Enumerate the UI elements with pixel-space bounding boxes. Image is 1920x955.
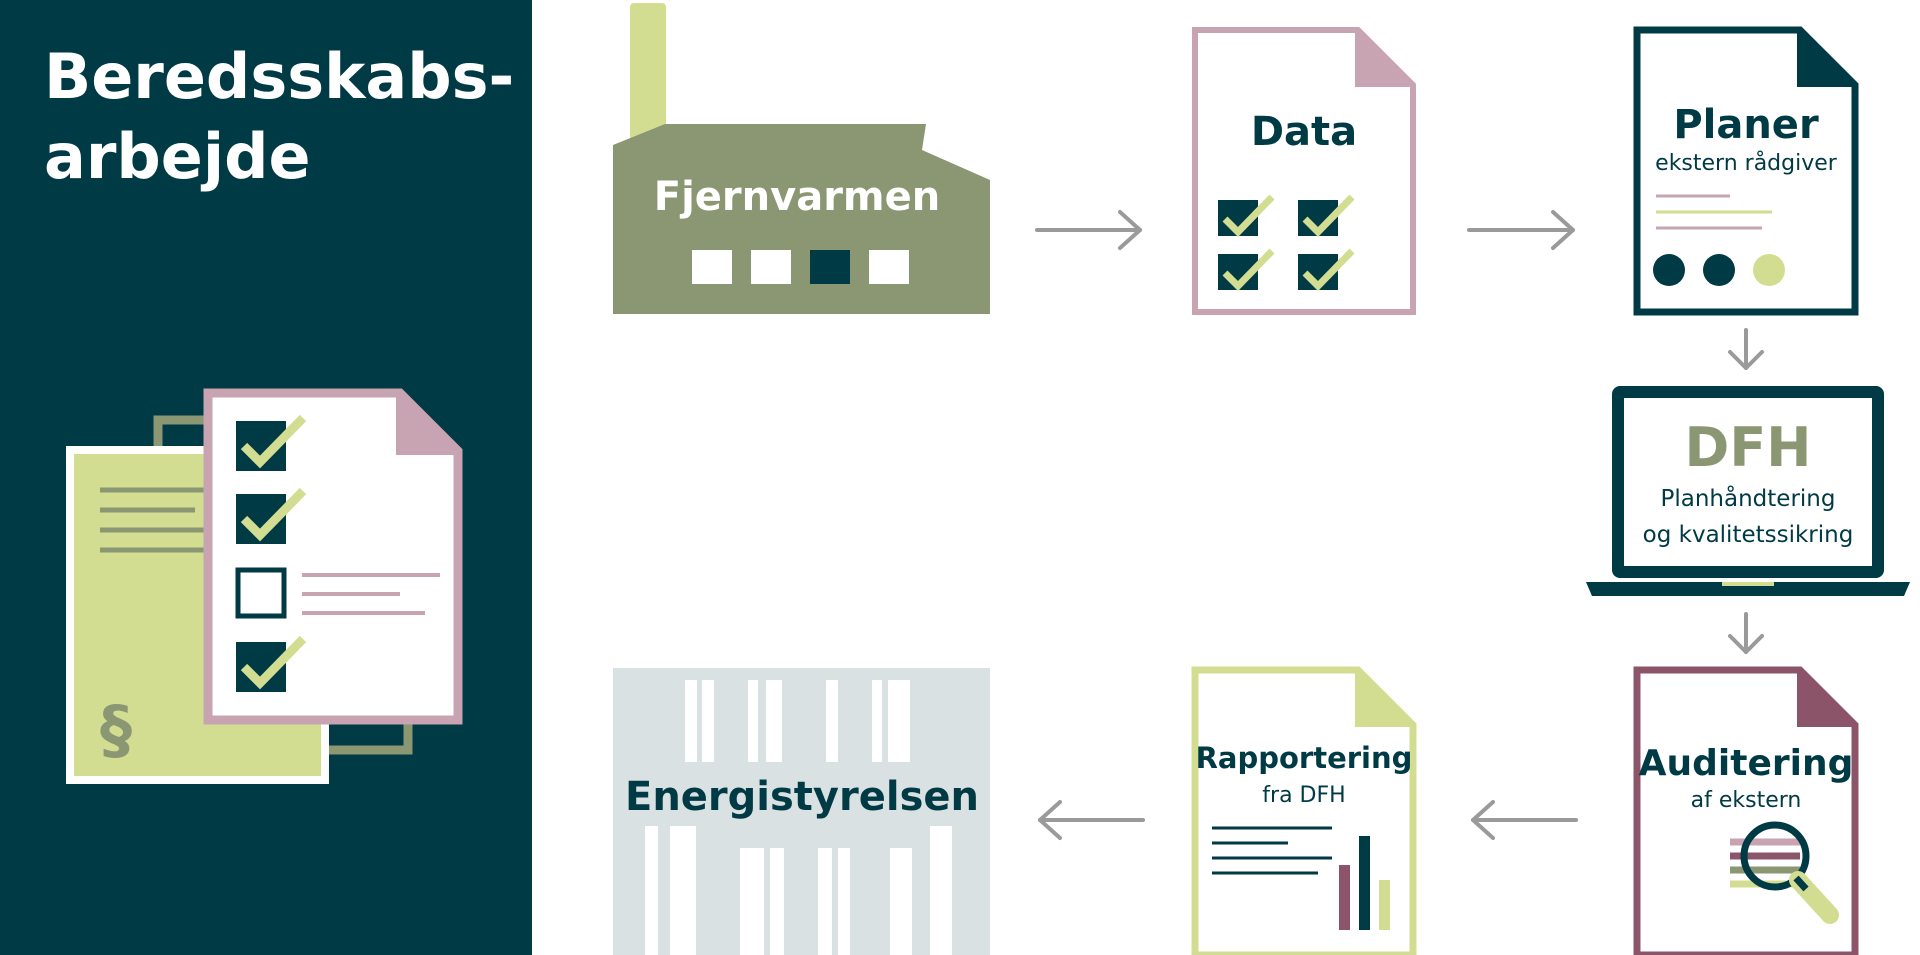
dfh-sublabel-1: Planhåndtering bbox=[1661, 484, 1836, 512]
arrow-left-icon bbox=[1038, 800, 1145, 840]
node-rapportering: Rapportering fra DFH bbox=[1191, 666, 1417, 955]
node-fjernvarmen: Fjernvarmen bbox=[613, 3, 990, 314]
arrow-right-icon bbox=[1467, 210, 1575, 250]
factory-window bbox=[869, 250, 909, 284]
factory-window bbox=[692, 250, 732, 284]
title-panel: Beredsskabs- arbejde § bbox=[0, 0, 532, 955]
empty-box-icon bbox=[235, 567, 287, 619]
energistyrelsen-label: Energistyrelsen bbox=[625, 774, 979, 820]
auditering-label: Auditering bbox=[1639, 743, 1854, 784]
node-auditering: Auditering af ekstern bbox=[1633, 666, 1859, 955]
arrow-down-icon bbox=[1728, 328, 1764, 370]
status-dot-icon bbox=[1753, 254, 1785, 286]
title-line-2: arbejde bbox=[44, 120, 311, 193]
status-dot-icon bbox=[1653, 254, 1685, 286]
node-energistyrelsen: Energistyrelsen bbox=[613, 668, 990, 955]
bar-chart-icon bbox=[1339, 836, 1390, 930]
factory-window bbox=[751, 250, 791, 284]
paragraph-symbol: § bbox=[100, 694, 132, 768]
arrow-down-icon bbox=[1728, 612, 1764, 654]
rapportering-sublabel: fra DFH bbox=[1262, 783, 1345, 808]
factory-window bbox=[810, 250, 850, 284]
planer-sublabel: ekstern rådgiver bbox=[1655, 150, 1838, 176]
rapportering-label: Rapportering bbox=[1196, 741, 1413, 775]
arrow-left-icon bbox=[1471, 800, 1578, 840]
flow-arrows bbox=[1035, 210, 1764, 840]
data-label: Data bbox=[1251, 109, 1357, 155]
dfh-sublabel-2: og kvalitetssikring bbox=[1643, 522, 1854, 548]
status-dot-icon bbox=[1703, 254, 1735, 286]
fjernvarmen-label: Fjernvarmen bbox=[654, 174, 940, 220]
auditering-sublabel: af ekstern bbox=[1691, 788, 1802, 813]
node-data: Data bbox=[1192, 27, 1416, 315]
arrow-right-icon bbox=[1035, 210, 1142, 250]
title-line-1: Beredsskabs- bbox=[44, 40, 514, 113]
dfh-label: DFH bbox=[1685, 416, 1812, 479]
checklist-document-icon bbox=[203, 388, 463, 725]
chimney-icon bbox=[630, 3, 666, 143]
magnifier-icon bbox=[1740, 821, 1839, 924]
planer-label: Planer bbox=[1673, 102, 1819, 148]
node-planer: Planer ekstern rådgiver bbox=[1633, 26, 1859, 316]
node-dfh: DFH Planhåndtering og kvalitetssikring bbox=[1586, 386, 1910, 596]
